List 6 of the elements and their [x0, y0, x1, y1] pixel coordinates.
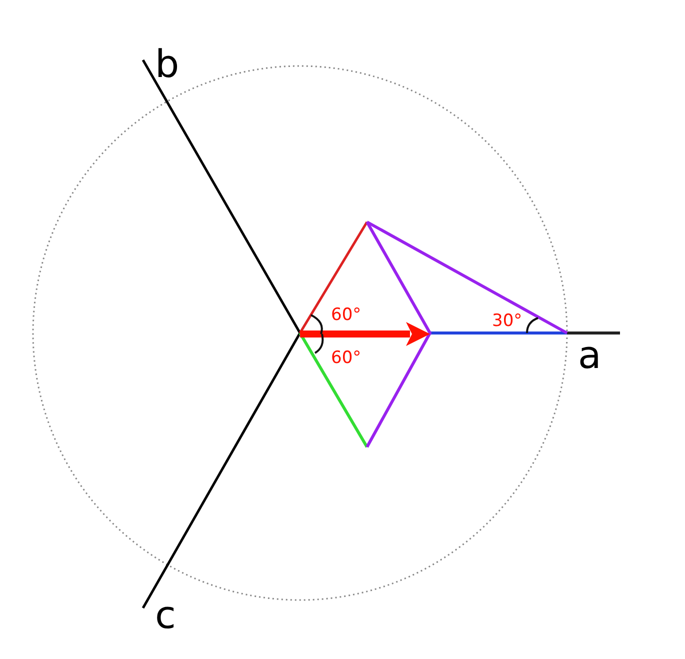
- angle-label: 60°: [331, 307, 362, 324]
- axis-label: a: [578, 336, 602, 374]
- angle-label: 60°: [331, 350, 362, 367]
- angle-label: 30°: [492, 313, 522, 330]
- axis-label: c: [155, 596, 176, 634]
- axis-label: b: [155, 45, 180, 83]
